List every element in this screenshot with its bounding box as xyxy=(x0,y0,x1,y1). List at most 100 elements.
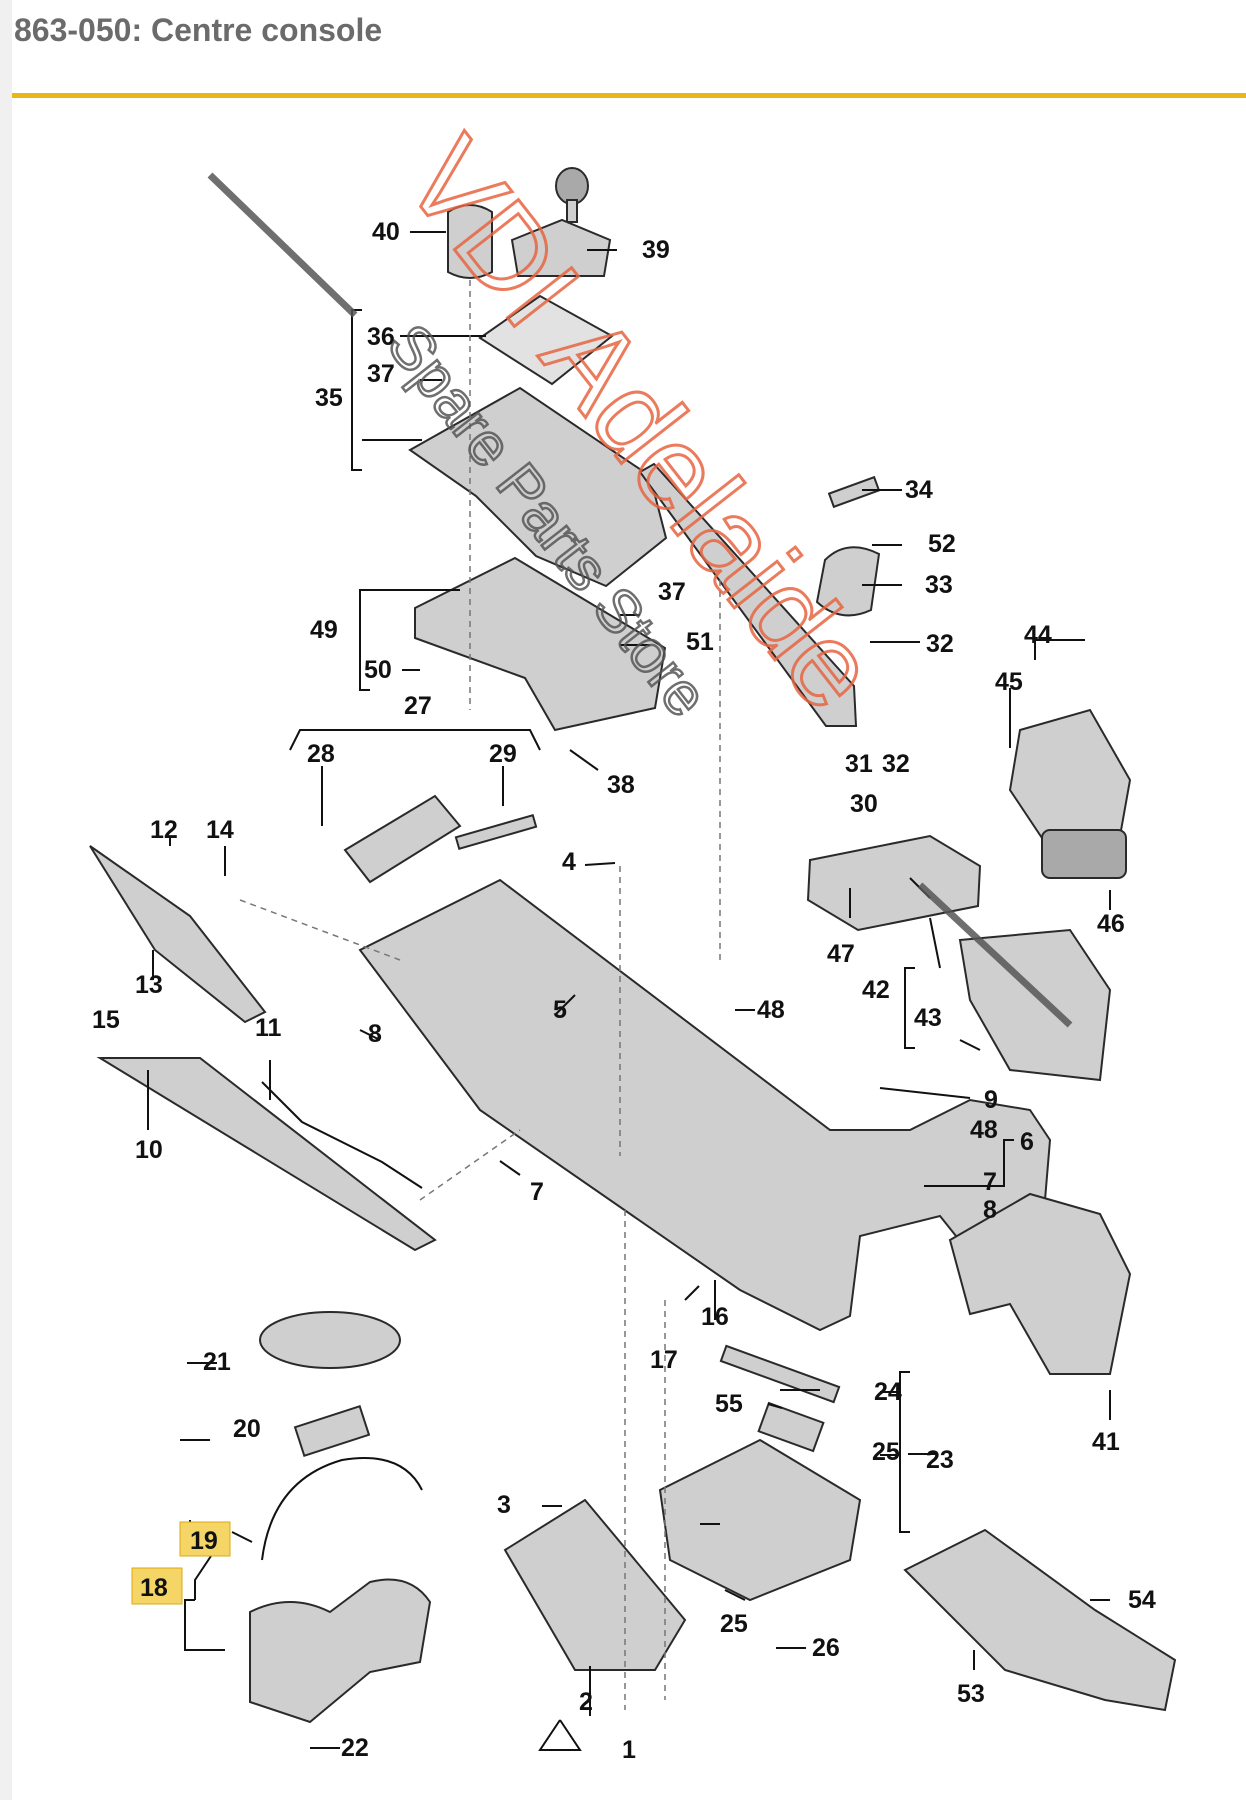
parts-layer xyxy=(89,167,1177,1724)
callout-28: 28 xyxy=(307,740,335,768)
callout-30: 30 xyxy=(850,790,878,818)
callout-7: 7 xyxy=(530,1178,544,1206)
part-34-pad xyxy=(827,475,881,509)
callout-27: 27 xyxy=(404,692,432,720)
callout-12: 12 xyxy=(150,816,178,844)
callout-14: 14 xyxy=(206,816,234,844)
leader-lines xyxy=(147,231,1111,1751)
callout-49: 49 xyxy=(310,616,338,644)
callout-22: 22 xyxy=(341,1734,369,1762)
callout-48a: 48 xyxy=(757,996,785,1024)
part-19-wire xyxy=(261,1457,423,1561)
callout-2: 2 xyxy=(579,1688,593,1716)
callout-13: 13 xyxy=(135,971,163,999)
callout-37a: 37 xyxy=(367,360,395,388)
callout-16: 16 xyxy=(701,1303,729,1331)
callout-43: 43 xyxy=(914,1004,942,1032)
callout-42: 42 xyxy=(862,976,890,1004)
callout-53: 53 xyxy=(957,1680,985,1708)
callout-39: 39 xyxy=(642,236,670,264)
part-55-mat xyxy=(757,1401,825,1453)
callout-20: 20 xyxy=(233,1415,261,1443)
callout-55: 55 xyxy=(715,1390,743,1418)
part-11-wire xyxy=(261,1081,423,1189)
callout-29: 29 xyxy=(489,740,517,768)
callout-33: 33 xyxy=(925,571,953,599)
callout-5: 5 xyxy=(553,996,567,1024)
part-42-rear-bezel xyxy=(958,928,1112,1082)
callout-21: 21 xyxy=(203,1348,231,1376)
page-title: 863-050: Centre console xyxy=(14,12,383,48)
part-29-strip xyxy=(454,813,538,851)
callout-9: 9 xyxy=(984,1086,998,1114)
callout-51: 51 xyxy=(686,628,714,656)
callout-34: 34 xyxy=(905,476,933,504)
callout-47: 47 xyxy=(827,940,855,968)
callout-19: 19 xyxy=(190,1527,218,1555)
part-23-tray xyxy=(658,1438,862,1602)
callout-35: 35 xyxy=(315,384,343,412)
callout-1: 1 xyxy=(622,1736,636,1764)
part-40-cup xyxy=(447,204,493,279)
watermark-dash-right xyxy=(917,882,1073,1028)
part-12-side-panel xyxy=(89,845,267,1024)
part-39-gear-boot xyxy=(510,167,612,277)
callout-4: 4 xyxy=(562,848,576,876)
page-header: 863-050: Centre console xyxy=(0,0,1246,100)
left-margin-bar xyxy=(0,0,12,1800)
dashed-guides xyxy=(239,280,721,1710)
part-46-unit xyxy=(1041,829,1127,879)
callout-6: 6 xyxy=(1020,1128,1034,1156)
callout-46: 46 xyxy=(1097,910,1125,938)
callout-25b: 25 xyxy=(720,1610,748,1638)
part-24-strip xyxy=(719,1344,841,1404)
callout-19-highlight xyxy=(179,1521,231,1557)
header-rule xyxy=(12,93,1246,98)
callout-36: 36 xyxy=(367,323,395,351)
callout-40: 40 xyxy=(372,218,400,246)
callout-25a: 25 xyxy=(872,1438,900,1466)
callout-50: 50 xyxy=(364,656,392,684)
callout-3: 3 xyxy=(497,1491,511,1519)
callout-37b: 37 xyxy=(658,578,686,606)
callout-24: 24 xyxy=(874,1378,902,1406)
callout-38: 38 xyxy=(607,771,635,799)
part-41-support xyxy=(948,1192,1132,1375)
watermark-dash-left xyxy=(207,172,358,318)
callout-48b: 48 xyxy=(970,1116,998,1144)
part-1-lower-tray xyxy=(503,1498,687,1671)
callout-54: 54 xyxy=(1128,1586,1156,1614)
part-27-bracket xyxy=(343,794,462,884)
part-10-trim-strip xyxy=(96,1057,437,1252)
callout-17: 17 xyxy=(650,1346,678,1374)
part-18-cup-holder xyxy=(249,1578,432,1724)
callout-15: 15 xyxy=(92,1006,120,1034)
callout-52: 52 xyxy=(928,530,956,558)
callout-8a: 8 xyxy=(368,1020,382,1048)
part-side-strip xyxy=(638,462,858,727)
part-20-plate xyxy=(293,1404,371,1458)
callout-32a: 32 xyxy=(926,630,954,658)
callout-18-highlight xyxy=(131,1567,183,1605)
callout-10: 10 xyxy=(135,1136,163,1164)
part-36-frame xyxy=(478,294,614,386)
part-53-bottom-tray xyxy=(903,1528,1177,1712)
callout-18: 18 xyxy=(140,1574,168,1602)
callout-31: 31 xyxy=(845,750,873,778)
callout-7a: 7 xyxy=(983,1168,997,1196)
part-21-mat xyxy=(259,1311,401,1369)
part-35-trim-panel xyxy=(408,386,668,588)
callout-44: 44 xyxy=(1024,621,1052,649)
callout-32b: 32 xyxy=(882,750,910,778)
callout-11: 11 xyxy=(255,1014,282,1042)
part-main-console-body xyxy=(358,878,1052,1332)
callout-41: 41 xyxy=(1092,1428,1120,1456)
callout-8b: 8 xyxy=(983,1196,997,1224)
callout-labels: 40 39 36 37 35 34 52 33 37 49 51 32 50 2… xyxy=(92,218,1156,1764)
callout-26: 26 xyxy=(812,1634,840,1662)
callout-45: 45 xyxy=(995,668,1023,696)
part-33-cover xyxy=(815,546,881,617)
callout-23: 23 xyxy=(926,1446,954,1474)
part-49-frame xyxy=(414,556,667,732)
